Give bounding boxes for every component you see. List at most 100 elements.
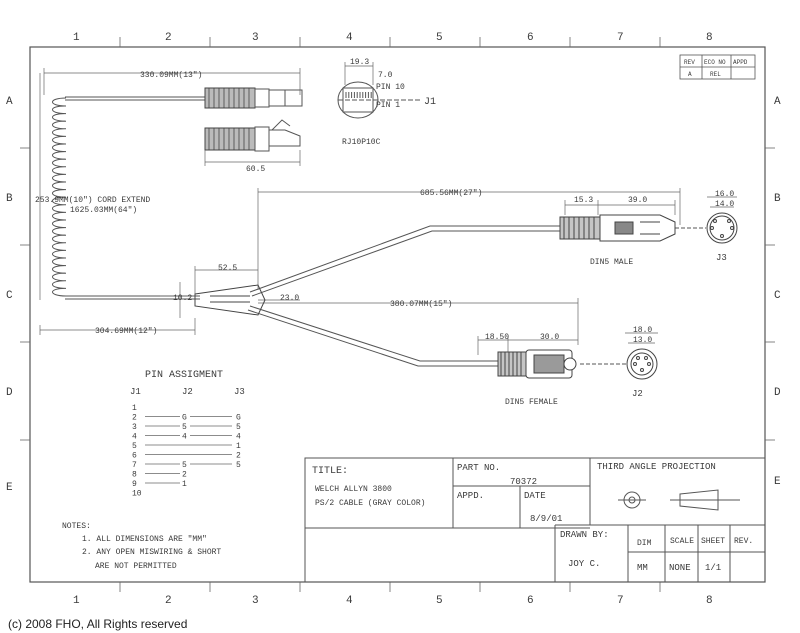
zone-col-6-b: 6	[527, 595, 534, 607]
splitter	[194, 284, 266, 316]
pin-row-j3: 2	[236, 452, 241, 461]
component-labels: PIN 10 PIN 1 J1 RJ10P10C DIN5 MALE J3 DI…	[342, 83, 727, 407]
dim-rj-body: 60.5	[246, 165, 265, 174]
label-j3: J3	[716, 253, 727, 263]
zone-col-8-b: 8	[706, 595, 713, 607]
notes: NOTES: 1. ALL DIMENSIONS ARE "MM" 2. ANY…	[62, 522, 221, 571]
dimension-texts: 330.09MM(13") 19.3 7.0 60.5 253.9MM(10")…	[35, 58, 734, 345]
title-block	[304, 457, 766, 583]
zone-columns-top: 1 2 3 4 5 6 7 8	[73, 32, 713, 44]
pin-header-j2: J2	[182, 387, 193, 397]
dim-tail: 304.69MM(12")	[95, 327, 157, 336]
zone-col-7-b: 7	[617, 595, 624, 607]
dim-din-male-a: 15.3	[574, 196, 593, 205]
din-female-connector	[497, 349, 577, 379]
appd-label: APPD.	[457, 491, 484, 501]
zone-col-8: 8	[706, 32, 713, 44]
zone-col-1: 1	[73, 32, 80, 44]
dim-branch-len: 685.56MM(27")	[420, 189, 482, 198]
projection-label: THIRD ANGLE PROJECTION	[597, 462, 716, 472]
zone-row-b-right: B	[774, 193, 781, 205]
revision-block: REV ECO NO APPD A REL	[679, 54, 756, 80]
sheet-label: SHEET	[701, 537, 725, 546]
zone-row-a-right: A	[774, 96, 781, 108]
dim-lower-branch: 380.07MM(15")	[390, 300, 452, 309]
dim-label: DIM	[637, 539, 652, 548]
pin-row-j1: 4	[132, 433, 137, 442]
drawn-by: JOY C.	[568, 559, 600, 569]
pin-row-j2: 5	[182, 423, 187, 432]
zone-row-c-left: C	[6, 290, 13, 302]
eco-value: REL	[710, 71, 721, 78]
drawn-by-label: DRAWN BY:	[560, 530, 609, 540]
zone-col-4: 4	[346, 32, 353, 44]
dim-din-fem-face-b: 13.0	[633, 336, 652, 345]
pin-row-j1: 1	[132, 404, 137, 413]
pin-row-j1: 6	[132, 452, 137, 461]
pin-assignment-title: PIN ASSIGMENT	[145, 370, 223, 381]
pin-row-j2: 5	[182, 461, 187, 470]
pin-row-j3: G	[236, 414, 241, 423]
label-j2: J2	[632, 389, 643, 399]
pin-header-j3: J3	[234, 387, 245, 397]
pin-row-j3: 5	[236, 423, 241, 432]
label-din-female: DIN5 FEMALE	[505, 398, 558, 407]
pin-row-j3: 5	[236, 461, 241, 470]
pin-row-j2: 4	[182, 433, 187, 442]
rj-plug-side	[204, 119, 301, 152]
label-pin10: PIN 10	[376, 83, 405, 92]
pin-row-j1: 9	[132, 480, 137, 489]
note-1: 1. ALL DIMENSIONS ARE "MM"	[82, 535, 207, 544]
dim-split-offset: 52.5	[218, 264, 237, 273]
zone-row-d-right: D	[774, 387, 781, 399]
pin-row-j2: 2	[182, 471, 187, 480]
zone-rows: A B C D E A B C D E	[6, 96, 781, 494]
title-line-2: PS/2 CABLE (GRAY COLOR)	[315, 499, 425, 508]
pin-row-j2: G	[182, 414, 187, 423]
rev-label: REV.	[734, 537, 753, 546]
coiled-cord	[52, 97, 67, 297]
zone-col-2: 2	[165, 32, 172, 44]
scale-value: NONE	[669, 563, 691, 573]
dim-split-gap: 23.0	[280, 294, 299, 303]
dim-cord-extend-b: 1625.03MM(64")	[70, 206, 137, 215]
title-line-1: WELCH ALLYN 3800	[315, 485, 392, 494]
zone-row-e-right: E	[774, 476, 781, 488]
zone-row-e-left: E	[6, 482, 13, 494]
eco-header: ECO NO	[704, 59, 726, 66]
pin-row-j1: 3	[132, 423, 137, 432]
label-pin1: PIN 1	[376, 101, 400, 110]
zone-col-2-b: 2	[165, 595, 172, 607]
pin-row-j1: 10	[132, 490, 142, 499]
dim-coil-length: 330.09MM(13")	[140, 71, 202, 80]
pin-row-j1: 8	[132, 471, 137, 480]
din-male-connector	[559, 214, 676, 242]
zone-col-7: 7	[617, 32, 624, 44]
date-label: DATE	[524, 491, 546, 501]
dim-din-male-face-a: 16.0	[715, 190, 734, 199]
dim-rj-width: 19.3	[350, 58, 369, 67]
appd-header: APPD	[733, 59, 748, 66]
zone-row-d-left: D	[6, 387, 13, 399]
zone-columns-bottom: 1 2 3 4 5 6 7 8	[73, 595, 713, 607]
dim-din-male-b: 39.0	[628, 196, 647, 205]
dim-din-fem-b: 30.0	[540, 333, 559, 342]
title-block-text: TITLE: WELCH ALLYN 3800 PS/2 CABLE (GRAY…	[312, 462, 753, 573]
pin-header-j1: J1	[130, 387, 141, 397]
rev-value: A	[688, 71, 692, 78]
din-male-face	[706, 212, 738, 244]
rj-plug-top	[204, 87, 303, 109]
rev-header: REV	[684, 59, 695, 66]
note-2: 2. ANY OPEN MISWIRING & SHORT	[82, 548, 221, 557]
zone-col-5: 5	[436, 32, 443, 44]
part-no-label: PART NO.	[457, 463, 500, 473]
part-no: 70372	[510, 477, 537, 487]
pin-row-j1: 2	[132, 414, 137, 423]
dim-din-fem-a: 18.50	[485, 333, 509, 342]
zone-row-b-left: B	[6, 193, 13, 205]
title-label: TITLE:	[312, 466, 348, 477]
dim-rj-pitch: 7.0	[378, 71, 393, 80]
zone-col-1-b: 1	[73, 595, 80, 607]
date: 8/9/01	[530, 514, 562, 524]
dim-cord-extend-a: 253.9MM(10") CORD EXTEND	[35, 196, 150, 205]
